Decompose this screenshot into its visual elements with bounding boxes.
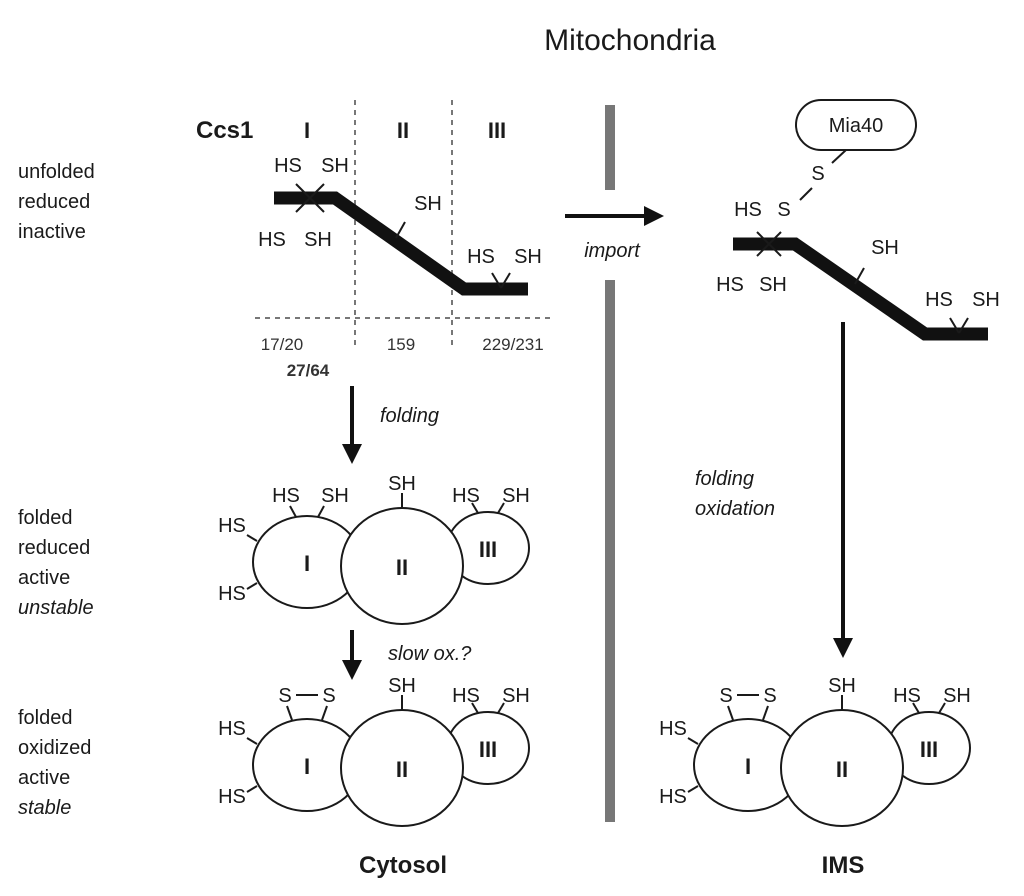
folded-oxidized-ccs1-cytosol: I II III S S SH HS SH HS HS <box>218 675 530 827</box>
svg-text:SH: SH <box>321 155 349 177</box>
compartment-ims: IMS <box>822 852 865 879</box>
svg-text:HS: HS <box>452 485 480 507</box>
mia40-box <box>795 99 917 151</box>
svg-text:S: S <box>763 685 776 707</box>
svg-text:I: I <box>745 754 751 779</box>
svg-text:folding: folding <box>695 468 754 490</box>
membrane-upper <box>605 105 615 190</box>
svg-text:active: active <box>18 567 70 589</box>
svg-text:HS: HS <box>925 289 953 311</box>
svg-text:HS: HS <box>218 718 246 740</box>
svg-text:HS: HS <box>467 246 495 268</box>
svg-text:folded: folded <box>18 507 73 529</box>
svg-text:unstable: unstable <box>18 597 94 619</box>
svg-text:SH: SH <box>759 274 787 296</box>
svg-text:III: III <box>479 737 497 762</box>
svg-text:HS: HS <box>274 155 302 177</box>
svg-text:SH: SH <box>972 289 1000 311</box>
svg-text:inactive: inactive <box>18 221 86 243</box>
folding-label: folding <box>380 405 439 427</box>
svg-text:S: S <box>278 685 291 707</box>
svg-text:II: II <box>396 555 408 580</box>
svg-text:HS: HS <box>218 515 246 537</box>
protein-name: Ccs1 <box>196 117 253 144</box>
svg-text:II: II <box>396 757 408 782</box>
import-label: import <box>584 240 641 262</box>
svg-text:active: active <box>18 767 70 789</box>
svg-text:SH: SH <box>321 485 349 507</box>
svg-text:SH: SH <box>502 485 530 507</box>
svg-text:HS: HS <box>716 274 744 296</box>
polypeptide-chain <box>274 191 528 296</box>
svg-text:reduced: reduced <box>18 537 90 559</box>
state-label-folded-reduced: folded reduced active unstable <box>18 507 94 619</box>
slow-oxidation-label: slow ox.? <box>388 643 472 665</box>
ims-polypeptide-chain <box>733 237 988 341</box>
svg-text:unfolded: unfolded <box>18 161 95 183</box>
svg-text:III: III <box>479 537 497 562</box>
svg-text:SH: SH <box>871 237 899 259</box>
svg-text:oxidation: oxidation <box>695 498 775 520</box>
mia40-label: Mia40 <box>829 115 883 137</box>
residue-229-231: 229/231 <box>482 335 543 354</box>
svg-text:HS: HS <box>734 199 762 221</box>
folded-oxidized-ccs1-ims: I II III S S SH HS SH HS HS <box>659 675 971 827</box>
domain-label-iii: III <box>488 118 506 143</box>
svg-text:SH: SH <box>943 685 971 707</box>
svg-text:S: S <box>719 685 732 707</box>
svg-text:I: I <box>304 754 310 779</box>
svg-text:reduced: reduced <box>18 191 90 213</box>
folded-reduced-ccs1: I II III HS SH SH HS SH HS HS <box>218 473 530 625</box>
svg-text:oxidized: oxidized <box>18 737 91 759</box>
state-label-unfolded: unfolded reduced inactive <box>18 161 95 243</box>
domain-label-ii: II <box>397 118 409 143</box>
unfolded-ccs1-cytosol: Ccs1 I II III HS SH HS SH SH HS SH 17/20… <box>196 100 555 380</box>
residue-27-64: 27/64 <box>287 361 330 380</box>
svg-text:HS: HS <box>659 718 687 740</box>
compartment-cytosol: Cytosol <box>359 852 447 879</box>
state-label-folded-oxidized: folded oxidized active stable <box>18 707 91 819</box>
svg-text:SH: SH <box>304 229 332 251</box>
svg-text:HS: HS <box>893 685 921 707</box>
svg-text:stable: stable <box>18 797 71 819</box>
svg-text:I: I <box>304 551 310 576</box>
svg-text:HS: HS <box>258 229 286 251</box>
svg-text:SH: SH <box>828 675 856 697</box>
svg-text:III: III <box>920 737 938 762</box>
svg-text:HS: HS <box>452 685 480 707</box>
folding-oxidation-label: folding oxidation <box>695 468 775 520</box>
svg-text:S: S <box>777 199 790 221</box>
mia40-bound-ccs1: Mia40 S S HS HS SH SH HS SH <box>716 99 1000 341</box>
svg-text:S: S <box>322 685 335 707</box>
domain-label-i: I <box>304 118 310 143</box>
svg-text:S: S <box>811 163 824 185</box>
svg-text:HS: HS <box>218 786 246 808</box>
figure-title: Mitochondria <box>544 24 716 57</box>
svg-text:HS: HS <box>272 485 300 507</box>
svg-text:SH: SH <box>514 246 542 268</box>
residue-17-20: 17/20 <box>261 335 304 354</box>
svg-text:II: II <box>836 757 848 782</box>
membrane-lower <box>605 280 615 822</box>
svg-text:SH: SH <box>388 473 416 495</box>
svg-text:folded: folded <box>18 707 73 729</box>
svg-text:SH: SH <box>388 675 416 697</box>
svg-text:SH: SH <box>502 685 530 707</box>
residue-159: 159 <box>387 335 415 354</box>
svg-text:HS: HS <box>659 786 687 808</box>
svg-text:HS: HS <box>218 583 246 605</box>
svg-text:SH: SH <box>414 193 442 215</box>
